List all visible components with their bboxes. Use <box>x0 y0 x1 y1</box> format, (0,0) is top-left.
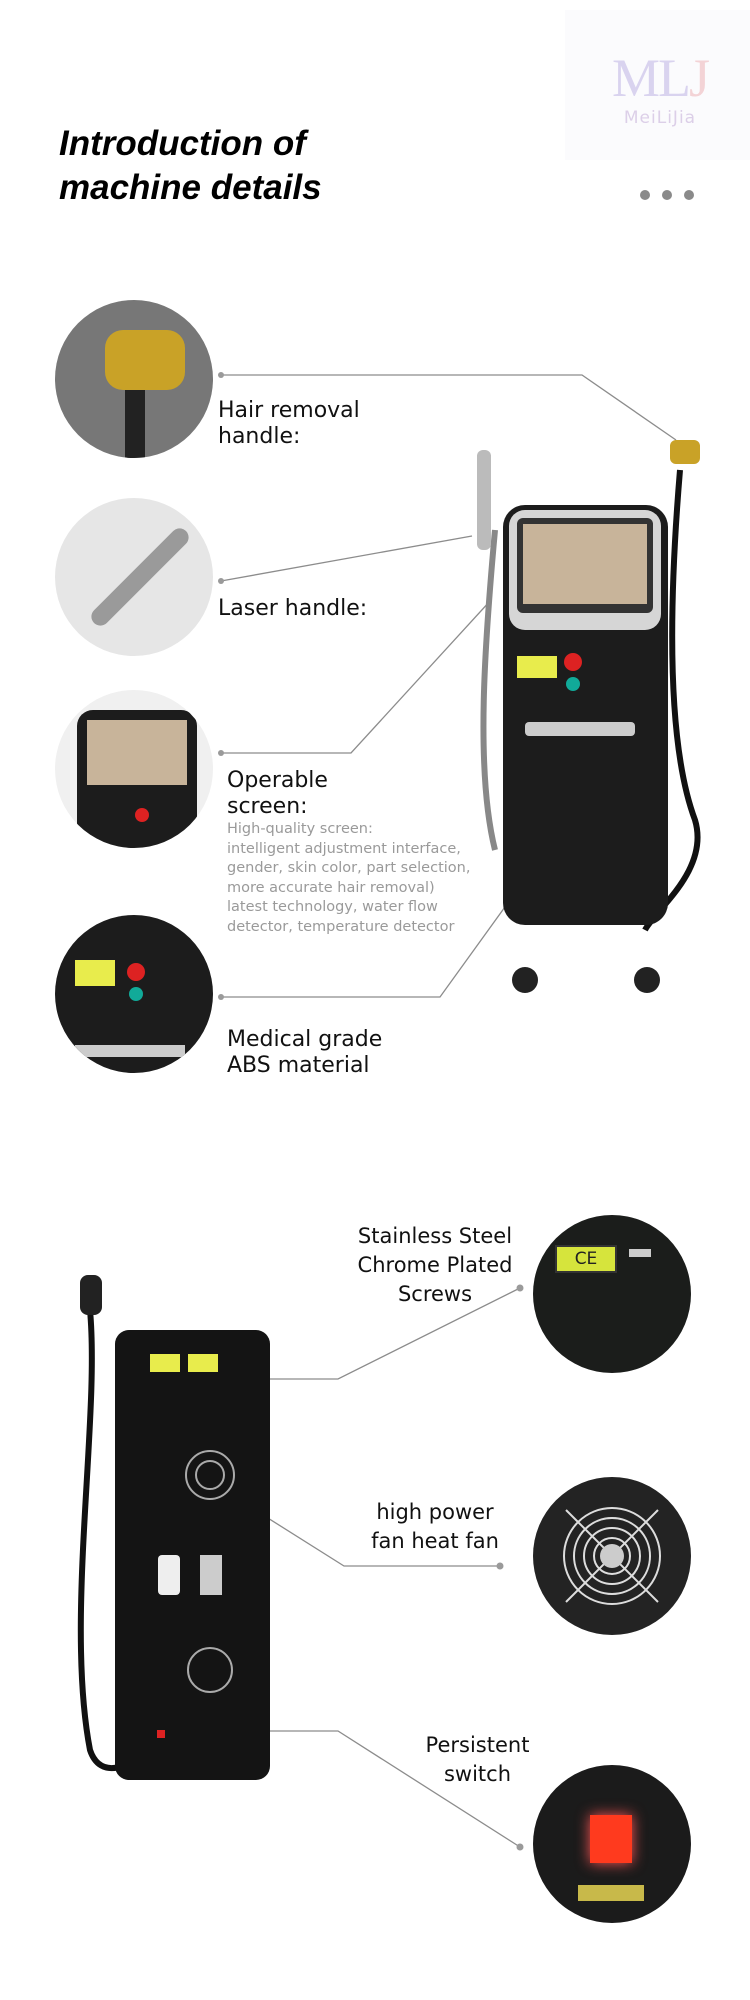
more-dots-icon[interactable] <box>640 190 694 200</box>
heat-fan-image <box>533 1477 691 1635</box>
screen-description: High-quality screen: intelligent adjustm… <box>227 821 471 935</box>
chrome-screws-image: CE <box>533 1215 691 1373</box>
machine-front-image <box>477 440 701 993</box>
callout-laser-handle: Laser handle: <box>218 596 368 621</box>
logo-mark: MLJ <box>611 48 710 108</box>
logo-name: MeiLiJia <box>623 108 697 128</box>
persistent-switch-image <box>533 1765 691 1923</box>
ce-badge: CE <box>555 1245 617 1273</box>
laser-handle-image <box>55 498 213 656</box>
machine-back-image <box>77 1275 270 1780</box>
operable-screen-image <box>55 690 213 848</box>
hair-removal-handle-image <box>55 300 213 458</box>
brand-logo: MLJ MeiLiJia <box>565 10 750 160</box>
abs-material-image <box>55 915 213 1073</box>
